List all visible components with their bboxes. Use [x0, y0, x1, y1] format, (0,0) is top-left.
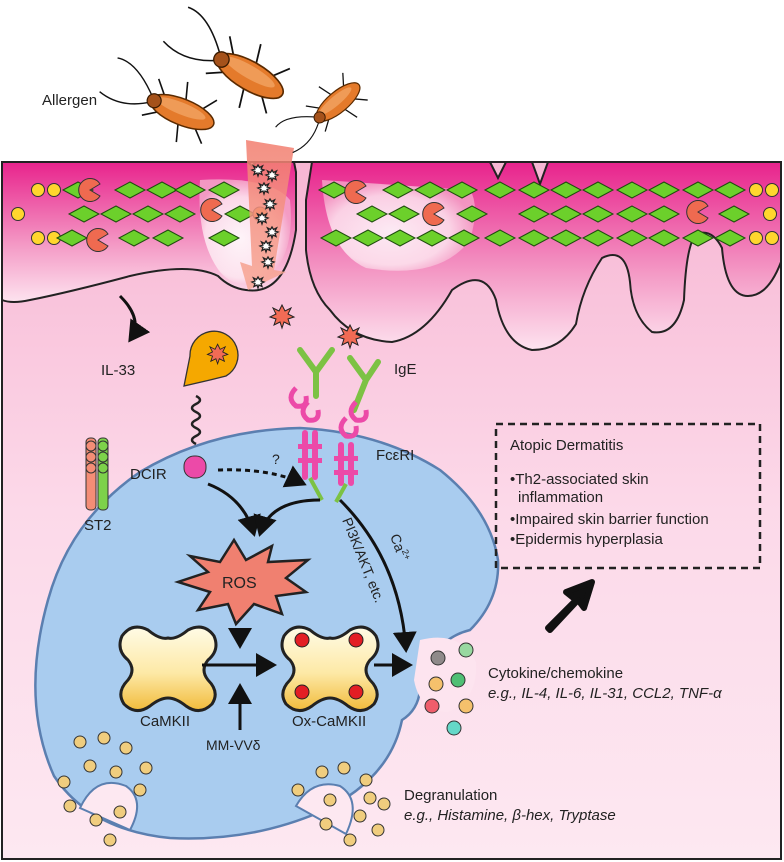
ad-item-1b: inflammation: [518, 489, 603, 506]
ros-label: ROS: [222, 575, 257, 592]
oxidation-sites: [294, 632, 364, 700]
degranulation-examples: e.g., Histamine, β-hex, Tryptase: [404, 807, 616, 824]
ros-burst: [173, 537, 312, 627]
camkii-protein: [118, 625, 218, 712]
cockroach-icon: [92, 51, 226, 154]
ad-item-3: •Epidermis hyperplasia: [510, 531, 663, 548]
cytokine-vesicles: [424, 642, 474, 736]
st2-label: ST2: [84, 517, 112, 534]
fceri-to-ros-arrow: [253, 498, 321, 537]
ige-label: IgE: [394, 361, 417, 378]
ad-title: Atopic Dermatitis: [510, 437, 623, 454]
dcir-label: DCIR: [130, 466, 167, 483]
question-mark: ?: [272, 451, 280, 467]
calcium-signal-arrow: [338, 498, 417, 653]
cytokine-title: Cytokine/chemokine: [488, 665, 623, 682]
calcium-label: Ca2+: [387, 531, 413, 563]
tight-junction-proteins: [11, 178, 779, 252]
atopic-dermatitis-box: [494, 422, 762, 570]
exocytosis-pocket: [414, 637, 477, 712]
il33-label: IL-33: [101, 362, 135, 379]
ad-item-1: •Th2-associated skin: [510, 471, 649, 488]
allergen-entry-arrow: [240, 140, 294, 290]
ad-item-2: •Impaired skin barrier function: [510, 511, 709, 528]
ige-fceri-complex: [288, 347, 381, 503]
dcir-to-ros-arrow: [207, 482, 261, 537]
outcome-arrow-icon: [545, 579, 595, 633]
degranulation-pocket: [78, 781, 138, 832]
degranulation-pocket: [294, 783, 354, 836]
camkii-label: CaMKII: [140, 713, 190, 730]
dcir-question-arrow: [217, 465, 307, 488]
il33-release-arrow: [118, 294, 151, 343]
mm-vv-label: MM-VVδ: [206, 737, 261, 753]
ox-camkii-label: Ox-CaMKII: [292, 713, 366, 730]
cytokine-examples: e.g., IL-4, IL-6, IL-31, CCL2, TNF-α: [488, 685, 722, 702]
granules: [57, 731, 391, 847]
degranulation-title: Degranulation: [404, 787, 497, 804]
dcir-receptor: [183, 330, 239, 479]
fceri-label: FcεRI: [376, 447, 414, 464]
st2-receptor: [85, 437, 109, 511]
allergen-label: Allergen: [42, 92, 97, 109]
